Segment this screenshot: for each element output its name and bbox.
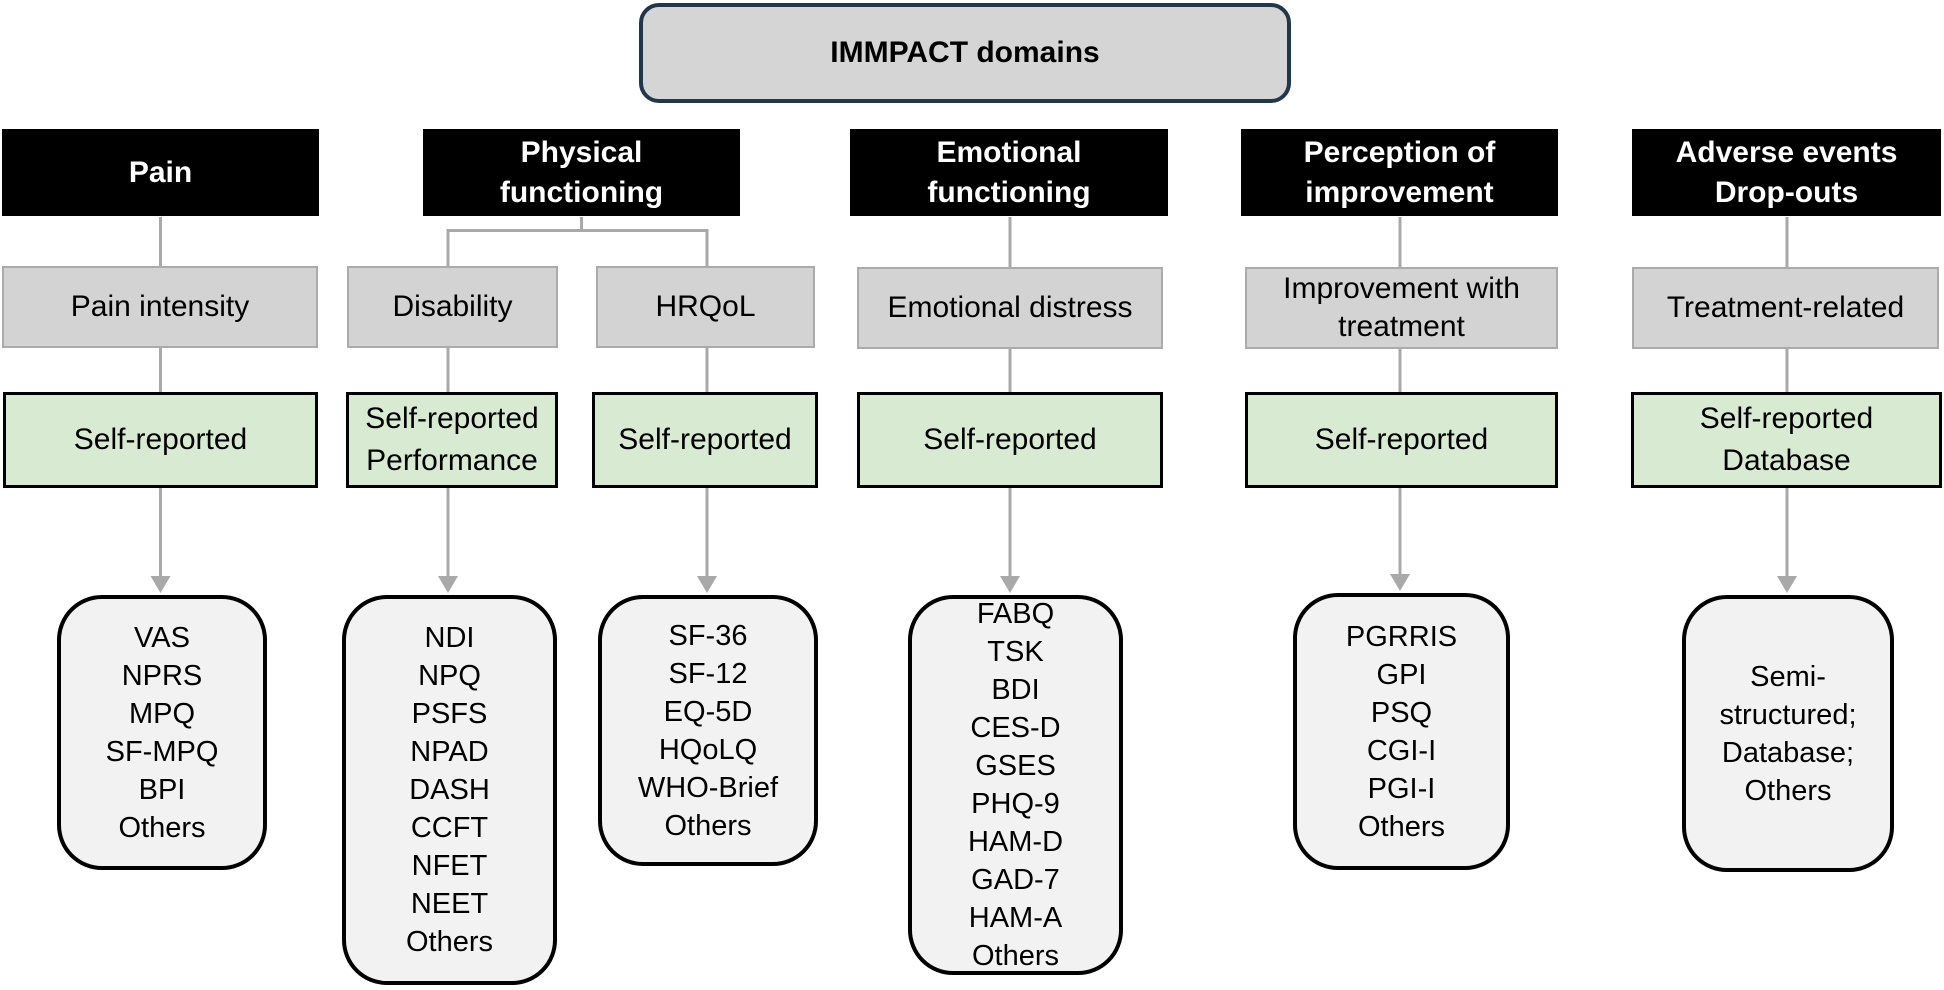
- instrument: HAM-D: [967, 826, 1064, 858]
- category-disability: Disability: [347, 266, 558, 348]
- category-hrqol: HRQoL: [596, 266, 815, 348]
- instrument: WHO-Brief: [637, 771, 779, 804]
- instrument: NPQ: [418, 660, 481, 692]
- instrument: GPI: [1376, 658, 1427, 691]
- arrowhead-adverse: [1777, 576, 1797, 593]
- leaf-perception-instruments: PGRRIS GPI PSQ CGI-I PGI-I Others: [1293, 593, 1510, 870]
- category-emotional-distress-label: Emotional distress: [887, 291, 1133, 324]
- instrument: Database;: [1721, 736, 1855, 769]
- header-emotional-functioning: Emotional functioning: [850, 129, 1168, 216]
- instrument: VAS: [134, 621, 190, 654]
- instrument: BPI: [138, 773, 186, 806]
- method-emotional-self-reported: Self-reported: [857, 392, 1163, 488]
- instrument: Semi-structured;: [1719, 660, 1857, 731]
- instrument: PGI-I: [1367, 772, 1436, 805]
- arrowhead-hrqol: [697, 576, 717, 593]
- leaf-hrqol-instruments: SF-36 SF-12 EQ-5D HQoLQ WHO-Brief Others: [598, 595, 818, 866]
- instrument: SF-12: [668, 657, 748, 690]
- instrument: SF-MPQ: [105, 735, 219, 768]
- method-disability-self-reported-performance: Self-reported Performance: [346, 392, 558, 488]
- instrument: NFET: [411, 850, 488, 882]
- arrowhead-pain: [150, 576, 171, 593]
- header-perception-label: Perception of improvement: [1303, 135, 1496, 209]
- instrument: PSFS: [411, 698, 488, 730]
- instrument: HAM-A: [968, 902, 1063, 934]
- method-perception-self-reported: Self-reported: [1245, 392, 1558, 488]
- arrowhead-disability: [438, 576, 458, 593]
- title-text: IMMPACT domains: [830, 36, 1100, 69]
- method-pain-self-reported-label: Self-reported: [73, 423, 248, 456]
- instrument: Others: [118, 811, 206, 844]
- leaf-emotional-instruments: FABQ TSK BDI CES-D GSES PHQ-9 HAM-D GAD-…: [908, 595, 1123, 975]
- instrument: SF-36: [668, 619, 748, 652]
- instrument: FABQ: [976, 598, 1055, 630]
- instrument: Others: [971, 940, 1060, 972]
- header-adverse-events-drop-outs: Adverse events Drop-outs: [1632, 129, 1941, 216]
- leaf-pain-instruments: VAS NPRS MPQ SF-MPQ BPI Others: [57, 595, 267, 870]
- instrument: Others: [664, 809, 752, 842]
- instrument: MPQ: [128, 697, 196, 730]
- instrument: NDI: [424, 622, 475, 654]
- header-perception-of-improvement: Perception of improvement: [1241, 129, 1558, 216]
- category-pain-intensity: Pain intensity: [2, 266, 318, 348]
- instrument: CGI-I: [1366, 734, 1437, 767]
- header-pain-label: Pain: [128, 155, 193, 189]
- header-adverse-label: Adverse events Drop-outs: [1675, 135, 1898, 209]
- instrument: TSK: [987, 636, 1044, 668]
- category-hrqol-label: HRQoL: [655, 290, 756, 323]
- method-pain-self-reported: Self-reported: [3, 392, 318, 488]
- instrument: CES-D: [970, 712, 1061, 744]
- instrument: Others: [1357, 810, 1446, 843]
- instrument: GAD-7: [971, 864, 1060, 896]
- instrument: GSES: [975, 750, 1056, 782]
- method-adverse-label: Self-reported Database: [1699, 402, 1874, 477]
- category-emotional-distress: Emotional distress: [857, 267, 1163, 349]
- instrument: EQ-5D: [663, 695, 753, 728]
- category-treatment-related-label: Treatment-related: [1666, 291, 1905, 324]
- arrowhead-perception: [1390, 574, 1410, 591]
- category-disability-label: Disability: [392, 290, 513, 323]
- instrument: Others: [405, 926, 494, 958]
- header-emotional-functioning-label: Emotional functioning: [927, 135, 1091, 209]
- instrument: NPRS: [121, 659, 203, 692]
- instrument: NPAD: [410, 736, 489, 768]
- method-hrqol-label: Self-reported: [618, 423, 792, 456]
- method-perception-label: Self-reported: [1314, 423, 1489, 456]
- header-physical-functioning: Physical functioning: [423, 129, 740, 216]
- method-adverse-self-reported-database: Self-reported Database: [1631, 392, 1942, 488]
- instrument: BDI: [991, 674, 1040, 706]
- header-physical-functioning-label: Physical functioning: [499, 135, 664, 209]
- leaf-adverse-instruments: Semi-structured; Database; Others: [1682, 595, 1894, 872]
- instrument: Others: [1744, 774, 1832, 807]
- instrument: PSQ: [1370, 696, 1433, 729]
- category-improvement-with-treatment: Improvement with treatment: [1245, 267, 1558, 349]
- method-emotional-label: Self-reported: [923, 423, 1097, 456]
- instrument: CCFT: [410, 812, 489, 844]
- instrument: PGRRIS: [1345, 620, 1458, 653]
- leaf-disability-instruments: NDI NPQ PSFS NPAD DASH CCFT NFET NEET Ot…: [342, 595, 557, 985]
- header-pain: Pain: [2, 129, 319, 216]
- category-improvement-label: Improvement with treatment: [1283, 272, 1520, 343]
- title-box: IMMPACT domains: [639, 3, 1291, 103]
- instrument: HQoLQ: [658, 733, 758, 766]
- category-treatment-related: Treatment-related: [1632, 267, 1939, 349]
- category-pain-intensity-label: Pain intensity: [70, 290, 250, 323]
- instrument: PHQ-9: [971, 788, 1060, 820]
- instrument: DASH: [409, 774, 490, 806]
- method-disability-label: Self-reported Performance: [365, 402, 539, 477]
- arrowhead-emotional: [1000, 576, 1020, 593]
- instrument: NEET: [410, 888, 489, 920]
- method-hrqol-self-reported: Self-reported: [592, 392, 818, 488]
